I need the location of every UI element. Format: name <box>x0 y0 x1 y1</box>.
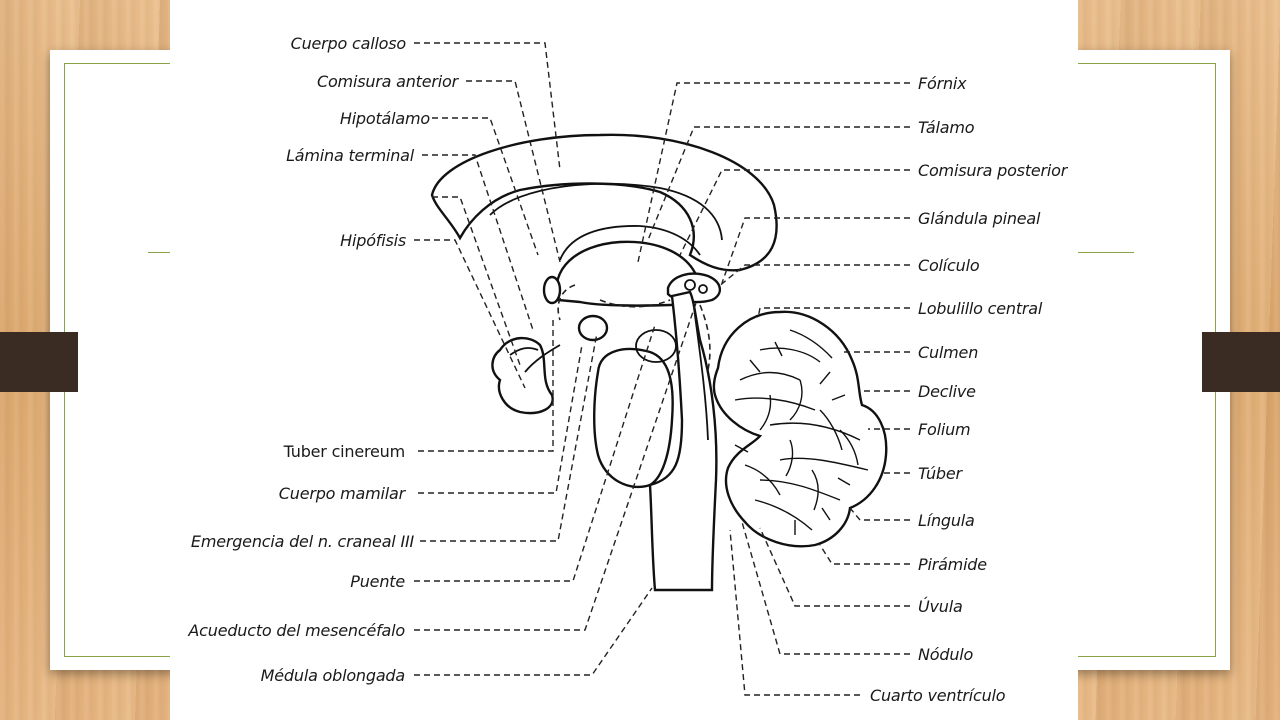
label-tuber-cinereum: Tuber cinereum <box>283 442 405 461</box>
label-lingula: Língula <box>918 511 975 530</box>
label-tuber: Túber <box>918 464 964 483</box>
label-emergencia-n-craneal-iii: Emergencia del n. craneal III <box>191 532 415 551</box>
label-cuarto-ventriculo: Cuarto ventrículo <box>870 686 1006 705</box>
label-puente: Puente <box>350 572 405 591</box>
label-nodulo: Nódulo <box>918 645 974 664</box>
label-hipotalamo: Hipotálamo <box>340 109 431 128</box>
labels-right: Fórnix Tálamo Comisura posterior Glándul… <box>870 74 1069 705</box>
label-comisura-anterior: Comisura anterior <box>317 72 460 91</box>
label-talamo: Tálamo <box>918 118 975 137</box>
label-lobulillo-central: Lobulillo central <box>918 299 1043 318</box>
label-uvula: Úvula <box>918 597 963 616</box>
labels-left: Cuerpo calloso Comisura anterior Hipotál… <box>187 34 459 685</box>
dashed-contours <box>557 284 711 371</box>
label-acueducto-mesencefalo: Acueducto del mesencéfalo <box>187 621 405 640</box>
side-bar-left <box>0 332 78 392</box>
cerebellum-outline <box>712 310 888 548</box>
side-bar-right <box>1202 332 1280 392</box>
accent-line-right <box>1078 252 1134 253</box>
label-cuerpo-mamilar: Cuerpo mamilar <box>279 484 407 503</box>
label-fornix: Fórnix <box>918 74 967 93</box>
label-declive: Declive <box>918 382 976 401</box>
label-glandula-pineal: Glándula pineal <box>918 209 1041 228</box>
label-culmen: Culmen <box>918 343 978 362</box>
label-coliculo: Colículo <box>918 256 980 275</box>
accent-line-left <box>148 252 188 253</box>
label-lamina-terminal: Lámina terminal <box>286 146 415 165</box>
label-folium: Folium <box>918 420 970 439</box>
label-piramide: Pirámide <box>918 555 987 574</box>
label-comisura-posterior: Comisura posterior <box>918 161 1069 180</box>
leader-lines-left <box>414 42 698 676</box>
label-hipofisis: Hipófisis <box>340 231 406 250</box>
label-cuerpo-calloso: Cuerpo calloso <box>291 34 407 53</box>
leader-lines-right <box>637 82 910 696</box>
label-medula-oblongada: Médula oblongada <box>261 666 405 685</box>
cerebrum-outline <box>430 133 778 592</box>
